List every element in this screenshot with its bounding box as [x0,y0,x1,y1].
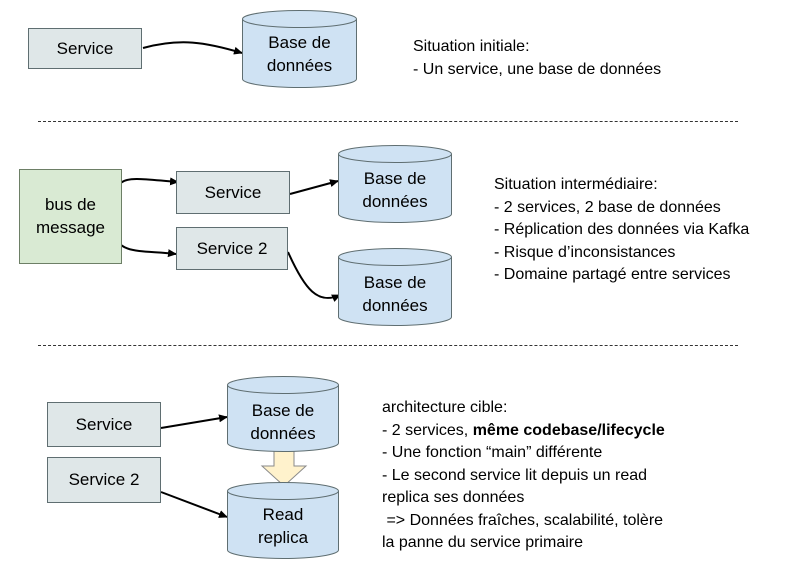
cylinder-shape [227,376,339,452]
arrow-bus-to-service [115,177,179,221]
cylinder-shape [338,145,452,223]
db-label-line2: données [266,55,333,75]
note-line: replica ses données [382,489,525,506]
service-box[interactable]: Service [28,28,142,69]
replica-label-line2: replica [257,527,309,547]
db-label-line2: données [250,423,316,443]
note-line: - 2 services, 2 base de données [494,198,721,216]
service-box[interactable]: Service [47,402,161,447]
cylinder-shape [242,10,357,88]
arrow-service-to-db [142,41,243,55]
note-target: architecture cible: - 2 services, même c… [382,397,665,555]
note-line: - Réplication des données via Kafka [494,221,750,238]
note-title: architecture cible: [382,399,508,416]
note-line: => Données fraîches, scalabilité, tolère [382,511,664,529]
note-line: la panne du service primaire [382,534,583,551]
message-bus-box[interactable]: bus de message [19,169,122,264]
note-line: - Domaine partagé entre services [494,266,731,283]
note-title: Situation intermédiaire: [494,176,658,193]
db-label-line2: données [362,295,428,315]
db-label-line1: Base de [363,273,427,292]
db-label-line2: données [362,191,428,211]
note-line-1: - 2 services, même codebase/lifecycle [382,420,665,443]
note-initial: Situation initiale: - Un service, une ba… [413,36,661,81]
arrow-service2-to-db2 [287,251,341,302]
service2-label: Service 2 [196,238,268,258]
service2-box[interactable]: Service 2 [47,457,161,503]
db-label-line1: Base de [251,401,315,420]
database-cylinder-1[interactable]: Base de données [338,145,452,223]
note-line-1-prefix: - 2 services, [382,421,473,439]
note-line-1-bold: même codebase/lifecycle [472,421,665,439]
note-intermediate: Situation intermédiaire: - 2 services, 2… [494,174,749,287]
divider [38,121,738,122]
replica-label-line1: Read [262,505,304,524]
service-label: Service [56,38,114,58]
arrow-service2-to-replica [160,491,228,518]
divider [38,345,738,346]
bus-label-line2: message [36,217,105,237]
database-cylinder[interactable]: Base de données [227,376,339,452]
service2-box[interactable]: Service 2 [176,227,288,270]
note-line: - Un service, une base de données [413,60,662,78]
replication-arrow [260,450,308,487]
note-line: - Risque d’inconsistances [494,243,676,261]
read-replica-cylinder[interactable]: Read replica [227,482,339,559]
service-label: Service [204,182,262,202]
bus-label-line1: bus de [44,194,97,214]
db-label-line1: Base de [363,169,427,188]
database-cylinder[interactable]: Base de données [242,10,357,88]
arrow-service-to-db1 [289,179,339,195]
cylinder-shape [227,482,339,559]
service2-label: Service 2 [68,470,140,489]
note-title: Situation initiale: [413,38,530,55]
service-box[interactable]: Service [176,171,290,214]
db-label-line1: Base de [268,33,331,52]
database-cylinder-2[interactable]: Base de données [338,248,452,326]
service-label: Service [75,414,133,434]
cylinder-shape [338,248,452,326]
arrow-service-to-db [160,414,228,429]
note-line: - Le second service lit depuis un read [382,466,648,484]
note-line: - Une fonction “main” différente [382,444,603,461]
